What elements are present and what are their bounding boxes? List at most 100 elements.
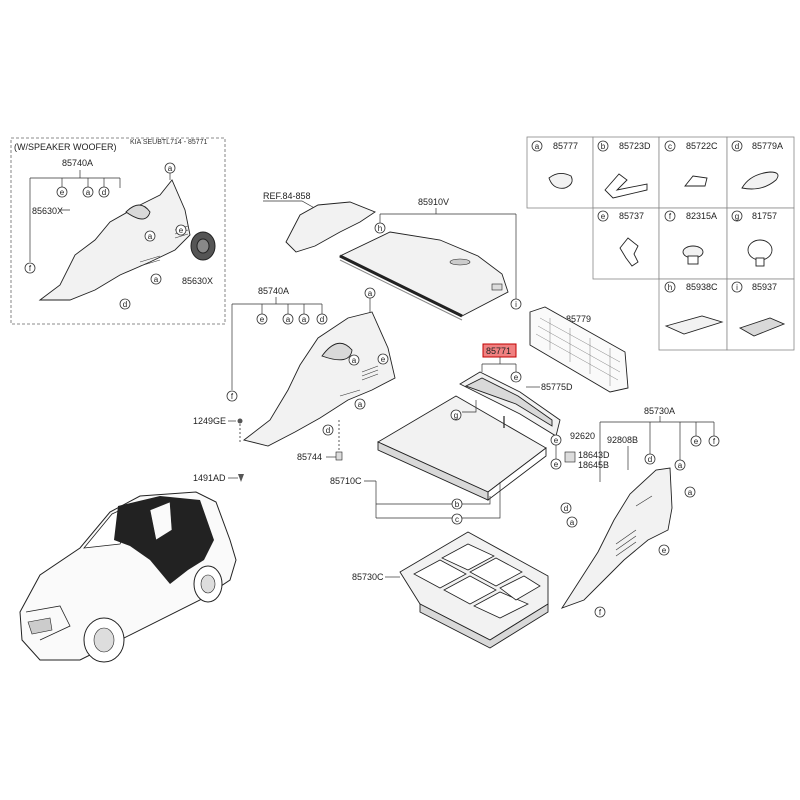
legend-cell-a[interactable]: a 85777: [526, 136, 594, 209]
highlight-box-85771[interactable]: [482, 343, 517, 358]
svg-text:85779A: 85779A: [752, 141, 783, 151]
inset-title: (W/SPEAKER WOOFER): [14, 142, 117, 152]
svg-text:e: e: [554, 460, 559, 469]
svg-text:81757: 81757: [752, 211, 777, 221]
svg-text:e: e: [694, 437, 699, 446]
legend-cell-c[interactable]: c 85722C: [658, 136, 728, 209]
label-92620[interactable]: 92620: [570, 431, 595, 441]
legend-cell-b[interactable]: b 85723D: [592, 136, 660, 209]
sill-callouts[interactable]: e e e: [510, 371, 562, 470]
svg-text:d: d: [648, 455, 652, 464]
svg-text:a: a: [286, 315, 291, 324]
cargo-cover-callouts[interactable]: h i: [374, 222, 522, 310]
svg-text:a: a: [302, 315, 307, 324]
svg-text:f: f: [669, 212, 672, 221]
label-ref-84-858[interactable]: REF.84-858: [263, 191, 311, 201]
svg-text:e: e: [179, 226, 184, 235]
label-85740A[interactable]: 85740A: [258, 286, 289, 296]
luggage-board: 85710C g b c: [330, 395, 547, 525]
luggage-net: 85779: [529, 306, 629, 393]
label-85779[interactable]: 85779: [566, 314, 591, 324]
rear-sill-plate: 85771 85775D e e e: [459, 343, 573, 470]
svg-text:c: c: [668, 142, 672, 151]
legend-cell-g[interactable]: g 81757: [726, 207, 795, 280]
svg-text:85937: 85937: [752, 282, 777, 292]
svg-text:i: i: [515, 300, 517, 309]
svg-text:a: a: [688, 488, 693, 497]
inset-callouts[interactable]: a e a d a e a d f: [24, 162, 187, 310]
svg-text:a: a: [368, 289, 373, 298]
inset-overlap-text: KIA SEUBTL714 - 85771: [130, 139, 208, 146]
svg-text:f: f: [29, 264, 32, 273]
luggage-board-callouts[interactable]: g b c: [450, 409, 463, 525]
svg-text:85938C: 85938C: [686, 282, 718, 292]
inset-label-85740A[interactable]: 85740A: [62, 158, 93, 168]
svg-text:a: a: [154, 275, 159, 284]
legend-cell-h[interactable]: h 85938C: [658, 278, 728, 351]
cargo-cover-screen: [338, 231, 509, 317]
svg-text:d: d: [320, 315, 324, 324]
luggage-tray: 85730C: [352, 531, 549, 649]
right-quarter-trim: 85730A 92620 92808B 18643D 18645B f e a …: [560, 406, 720, 618]
svg-text:82315A: 82315A: [686, 211, 717, 221]
quarter-trim-callouts[interactable]: a e a a d a e a d f: [226, 287, 389, 436]
svg-text:d: d: [326, 426, 330, 435]
inset-label-85630X-right[interactable]: 85630X: [182, 276, 213, 286]
svg-text:e: e: [601, 212, 606, 221]
label-92808B[interactable]: 92808B: [607, 435, 638, 445]
legend-cell-d[interactable]: d 85779A: [726, 136, 795, 209]
legend-cell-i[interactable]: i 85937: [726, 278, 795, 351]
svg-text:a: a: [148, 232, 153, 241]
left-quarter-trim: 85740A a e a a d a e a d f 1249GE 85744 …: [193, 286, 396, 483]
svg-text:c: c: [455, 515, 459, 524]
svg-text:d: d: [123, 300, 127, 309]
label-1249GE[interactable]: 1249GE: [193, 416, 226, 426]
upper-trim-piece: [285, 201, 376, 253]
legend-cell-e[interactable]: e 85737: [592, 207, 660, 280]
svg-text:85722C: 85722C: [686, 141, 718, 151]
right-trim-callouts[interactable]: f e a d a d a e f: [560, 435, 720, 618]
svg-text:a: a: [535, 142, 540, 151]
legend-table: a 85777 b 85723D c 85722C d 85779A e 857…: [526, 136, 795, 351]
svg-text:b: b: [455, 500, 460, 509]
svg-text:f: f: [713, 437, 716, 446]
label-85775D[interactable]: 85775D: [541, 382, 573, 392]
label-18643D[interactable]: 18643D: [578, 450, 610, 460]
vehicle-illustration: [19, 491, 237, 663]
inset-label-85630X-left[interactable]: 85630X: [32, 206, 63, 216]
cargo-cover-assembly: REF.84-858 85910V h i: [263, 191, 522, 321]
label-85730A[interactable]: 85730A: [644, 406, 675, 416]
legend-cell-f[interactable]: f 82315A: [658, 207, 728, 280]
svg-text:a: a: [570, 518, 575, 527]
svg-text:a: a: [352, 356, 357, 365]
svg-text:e: e: [260, 315, 265, 324]
svg-text:f: f: [599, 608, 602, 617]
label-85771[interactable]: 85771: [486, 346, 511, 356]
inset-speaker-opening: [125, 204, 151, 220]
quarter-trim-panel: [242, 311, 396, 447]
svg-text:d: d: [564, 504, 568, 513]
svg-text:e: e: [662, 546, 667, 555]
svg-text:d: d: [735, 142, 739, 151]
svg-text:a: a: [678, 461, 683, 470]
label-85730C[interactable]: 85730C: [352, 572, 384, 582]
label-1491AD[interactable]: 1491AD: [193, 473, 226, 483]
svg-text:85777: 85777: [553, 141, 578, 151]
label-85744[interactable]: 85744: [297, 452, 322, 462]
svg-text:e: e: [381, 355, 386, 364]
svg-text:g: g: [454, 411, 458, 420]
svg-text:e: e: [554, 436, 559, 445]
right-quarter-trim-panel: [560, 467, 673, 609]
label-85910V[interactable]: 85910V: [418, 197, 449, 207]
svg-text:e: e: [514, 373, 519, 382]
luggage-net-mesh: [529, 306, 629, 393]
label-85710C[interactable]: 85710C: [330, 476, 362, 486]
inset-quarter-trim-panel: [38, 179, 191, 301]
svg-text:g: g: [735, 212, 739, 221]
svg-text:a: a: [168, 164, 173, 173]
label-18645B[interactable]: 18645B: [578, 460, 609, 470]
svg-text:i: i: [736, 283, 738, 292]
svg-text:b: b: [601, 142, 606, 151]
svg-text:h: h: [378, 224, 382, 233]
